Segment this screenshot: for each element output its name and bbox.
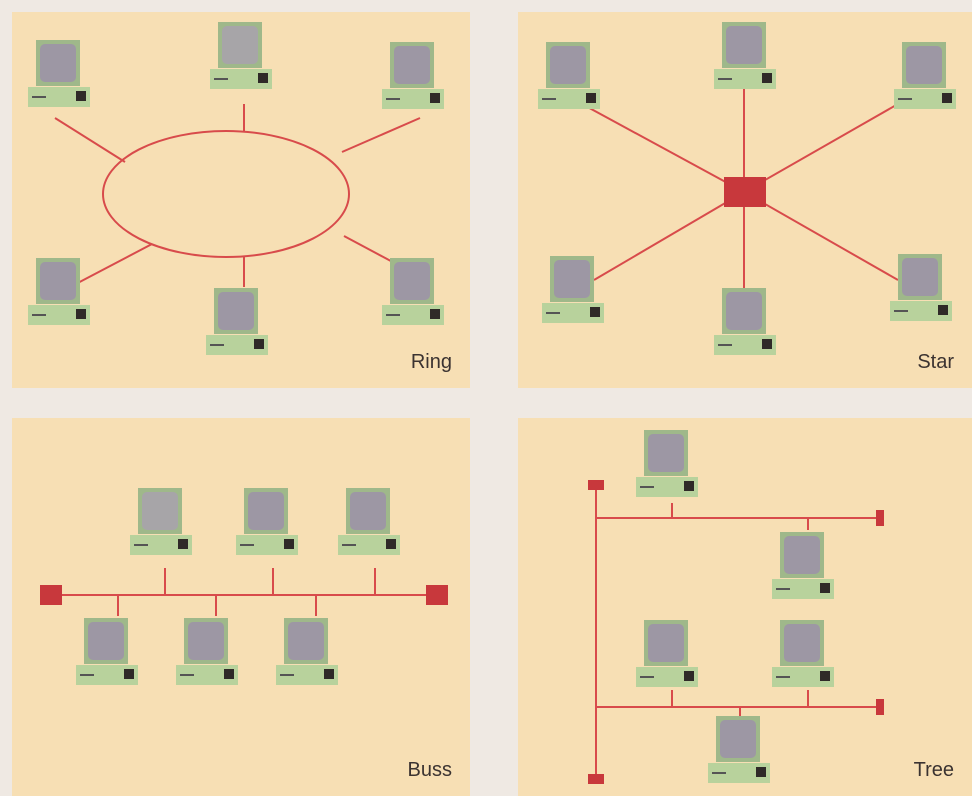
tree-terminator (588, 774, 604, 784)
computer-icon (28, 40, 90, 107)
star-diagram (538, 22, 956, 355)
ring-label: Ring (410, 351, 452, 373)
computer-icon (894, 42, 956, 109)
computer-icon (636, 430, 698, 497)
buss-label: Buss (407, 759, 452, 781)
tree-diagram (588, 430, 884, 784)
computer-icon (236, 488, 298, 555)
computer-icon (382, 42, 444, 109)
star-topology-panel: Star (518, 12, 972, 388)
ring-loop (102, 130, 350, 258)
ring-diagram (28, 22, 444, 355)
star-hub (724, 177, 766, 207)
computer-icon (542, 256, 604, 323)
tree-topology-panel: Tree (518, 418, 972, 796)
star-links (581, 82, 899, 302)
ring-topology-panel: Ring (12, 12, 470, 388)
computer-icon (382, 258, 444, 325)
computer-icon (76, 618, 138, 685)
tree-terminator (876, 510, 884, 526)
buss-terminator (426, 585, 448, 605)
computer-icon (636, 620, 698, 687)
computer-icon (708, 716, 770, 783)
computer-icon (176, 618, 238, 685)
computer-icon (890, 254, 952, 321)
computer-icon (714, 288, 776, 355)
buss-terminator (40, 585, 62, 605)
computer-icon (772, 620, 834, 687)
tree-terminator (588, 480, 604, 490)
computer-icon (210, 22, 272, 89)
computer-icon (206, 288, 268, 355)
buss-links (117, 568, 376, 616)
computer-icon (130, 488, 192, 555)
buss-topology-panel: Buss (12, 418, 470, 796)
computer-icon (276, 618, 338, 685)
computer-icon (714, 22, 776, 89)
star-label: Star (917, 351, 954, 373)
tree-terminator (876, 699, 884, 715)
computer-icon (538, 42, 600, 109)
computer-icon (772, 532, 834, 599)
buss-diagram (40, 488, 448, 685)
ring-links (54, 104, 421, 287)
computer-icon (28, 258, 90, 325)
tree-label: Tree (913, 759, 954, 781)
tree-links (671, 503, 809, 716)
computer-icon (338, 488, 400, 555)
